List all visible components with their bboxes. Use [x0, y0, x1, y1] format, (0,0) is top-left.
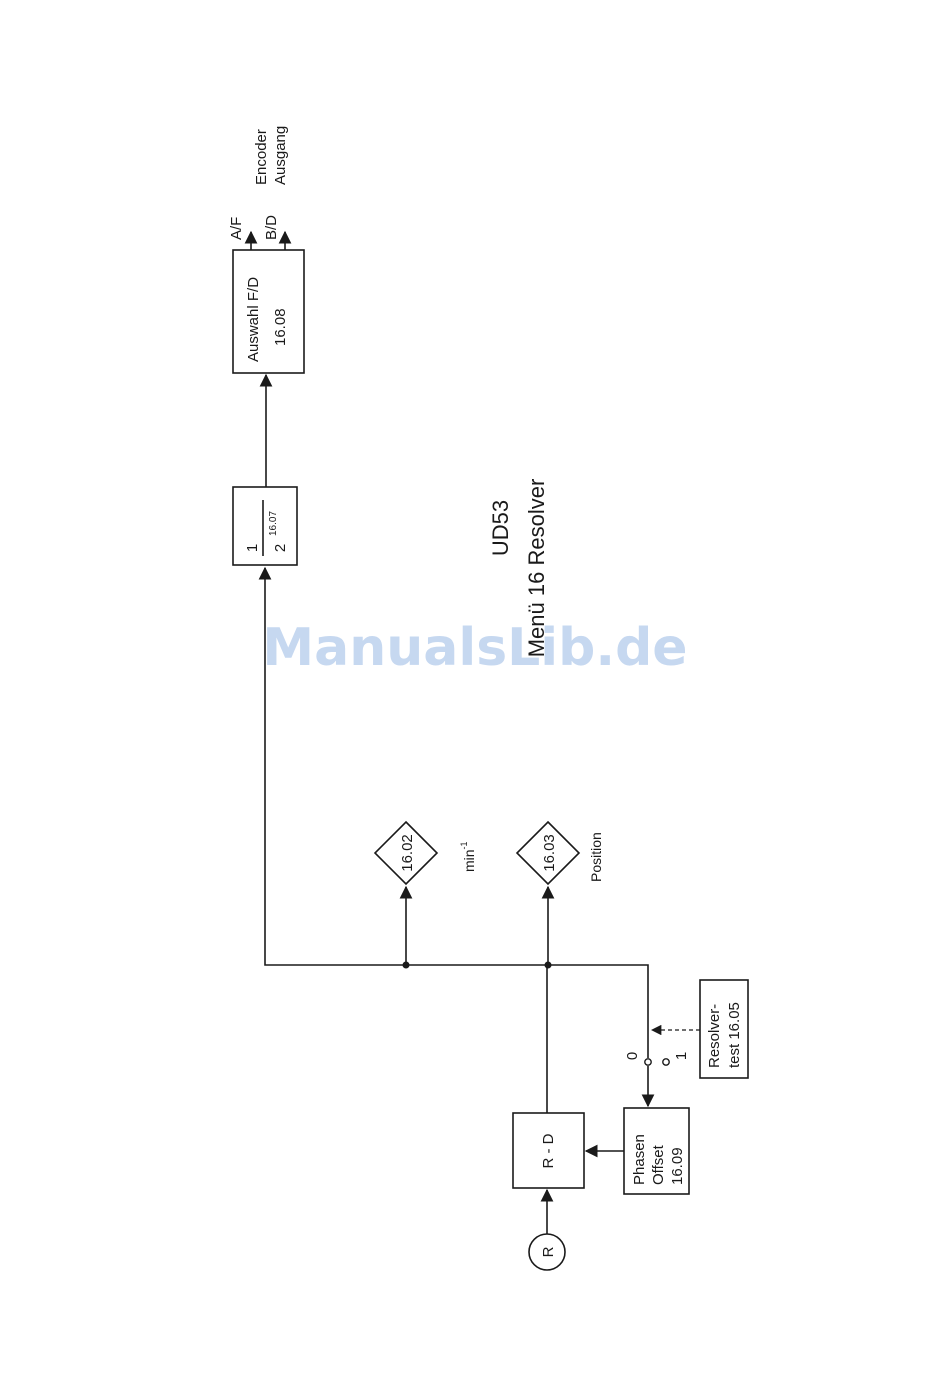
- position-indicator: 16.03: [517, 822, 579, 884]
- rd-converter-block: R - D: [513, 1113, 584, 1188]
- divider-block: 1 2 16.07: [233, 487, 297, 565]
- divider-numerator: 1: [244, 544, 261, 552]
- svg-text:min-1: min-1: [459, 841, 477, 872]
- encoder-output-line-1: Encoder: [253, 129, 270, 185]
- selector-param: 16.08: [272, 308, 289, 346]
- phase-offset-block: Phasen Offset 16.09: [624, 1108, 689, 1194]
- resolver-input-letter: R: [540, 1246, 557, 1257]
- resolver-input-symbol: R: [529, 1234, 565, 1270]
- watermark: ManualsLib.de: [262, 618, 687, 678]
- divider-exponent: 16.07: [268, 511, 279, 536]
- phase-offset-line-2: Offset: [650, 1144, 667, 1185]
- switch-pos-1-label: 1: [673, 1052, 690, 1060]
- speed-indicator-param: 16.02: [399, 834, 416, 872]
- position-indicator-param: 16.03: [541, 834, 558, 872]
- speed-indicator: 16.02: [375, 822, 437, 884]
- position-label: Position: [588, 832, 604, 882]
- speed-unit-exponent: -1: [459, 841, 469, 849]
- selector-label: Auswahl F/D: [245, 277, 262, 362]
- title-line-2: Menü 16 Resolver: [524, 479, 549, 658]
- switch-contact-0: [645, 1059, 651, 1065]
- phase-offset-param: 16.09: [669, 1147, 686, 1185]
- rd-converter-label: R - D: [540, 1133, 557, 1168]
- speed-unit-label: min-1: [459, 841, 477, 872]
- switch-contact-1: [663, 1059, 669, 1065]
- title-line-1: UD53: [488, 500, 513, 556]
- resolver-test-line-1: Resolver-: [706, 1004, 723, 1068]
- resolver-test-line-2: test 16.05: [726, 1002, 743, 1068]
- speed-unit-text: min: [461, 849, 477, 872]
- output-af-label: A/F: [228, 217, 245, 240]
- resolver-test-block: Resolver- test 16.05: [700, 980, 748, 1078]
- divider-base: 2: [272, 544, 289, 552]
- encoder-output-line-2: Ausgang: [272, 126, 289, 185]
- output-bd-label: B/D: [263, 215, 280, 240]
- selector-block: Auswahl F/D 16.08: [233, 250, 304, 373]
- switch-pos-0-label: 0: [624, 1052, 641, 1060]
- phase-offset-line-1: Phasen: [631, 1134, 648, 1185]
